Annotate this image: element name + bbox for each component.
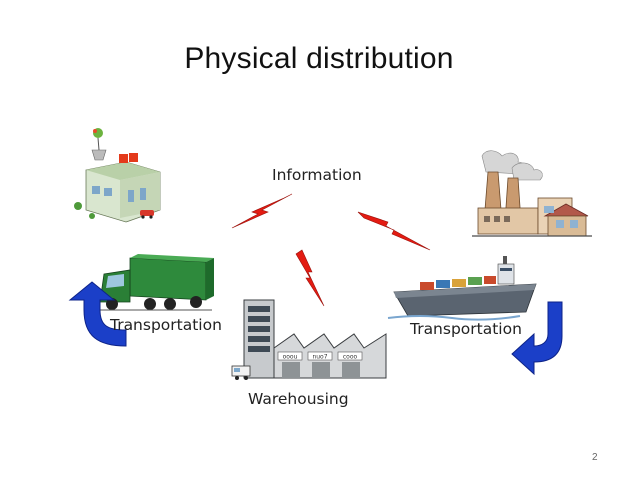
- warehouse-sign-3: cooo: [343, 354, 358, 361]
- lightning-icon: [231, 193, 293, 229]
- warehousing-label: Warehousing: [248, 390, 349, 408]
- ship-icon: [387, 256, 537, 321]
- transportation-left-label: Transportation: [110, 316, 222, 334]
- warehouse-sign-1: ooou: [283, 354, 298, 361]
- lightning-icon: [357, 211, 431, 251]
- transportation-right-label: Transportation: [410, 320, 522, 338]
- factory-icon: [472, 150, 592, 237]
- store-icon: [74, 128, 161, 223]
- slide-title: Physical distribution: [184, 42, 454, 75]
- curved-arrow-icon: [511, 301, 563, 376]
- warehouse-icon: [231, 299, 387, 380]
- warehouse-sign-2: nuo7: [312, 354, 327, 361]
- lightning-icon: [295, 249, 325, 307]
- truck-icon: [98, 254, 214, 311]
- page-number: 2: [592, 452, 598, 463]
- curved-arrow-icon: [68, 281, 127, 347]
- information-label: Information: [272, 166, 362, 184]
